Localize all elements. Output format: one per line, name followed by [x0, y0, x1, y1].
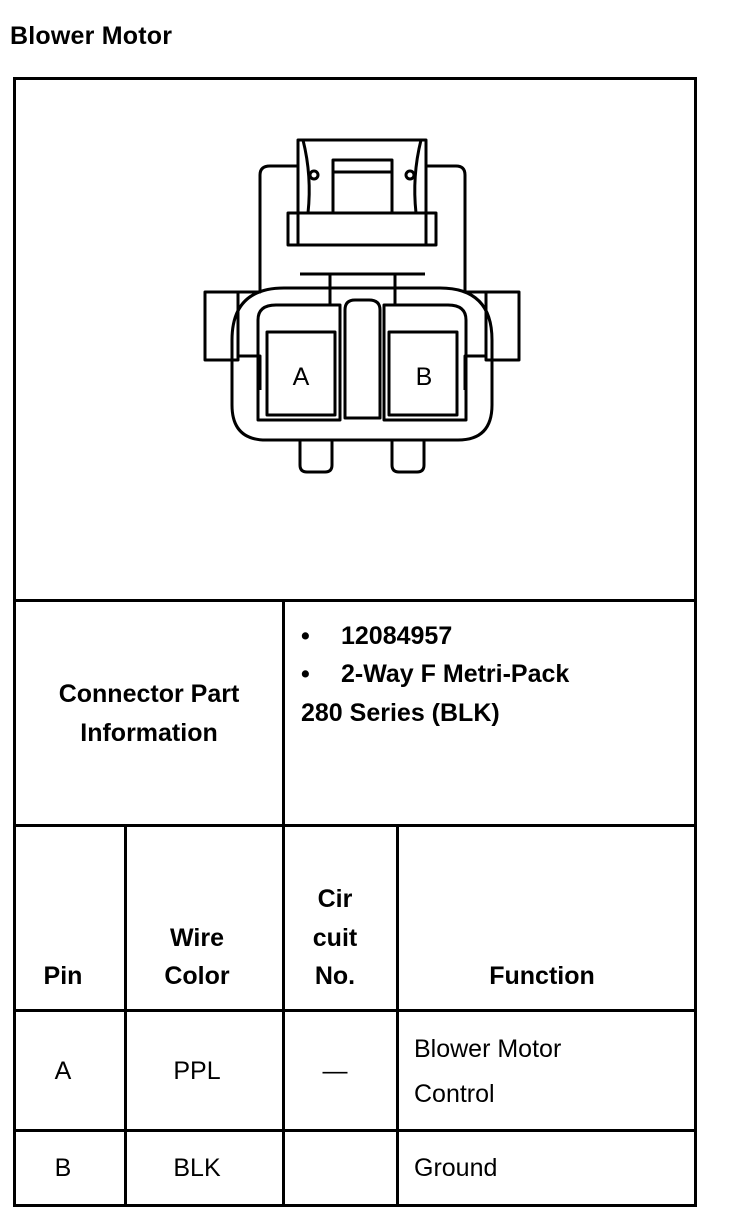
part-number-item: • 12084957: [301, 622, 452, 651]
divider-row-a-bottom: [13, 1129, 697, 1132]
part-number: 12084957: [341, 622, 453, 650]
header-circuit-line2: cuit: [312, 924, 358, 952]
connector-series: 280 Series (BLK): [301, 699, 500, 727]
row-a-pin: A: [54, 1057, 72, 1085]
bullet-icon: •: [301, 660, 310, 688]
header-function: Function: [489, 962, 595, 990]
connector-type-item: • 2-Way F Metri-Pack: [301, 660, 569, 689]
connector-face-diagram: [203, 138, 521, 474]
row-a-function-line1: Blower Motor: [414, 1035, 562, 1063]
divider-col-1: [124, 824, 127, 1207]
divider-header-bottom: [13, 1009, 697, 1012]
header-circuit-line1: Cir: [317, 885, 353, 913]
header-wire-color-line1: Wire: [170, 924, 224, 952]
header-wire-color-line2: Color: [164, 962, 230, 990]
connector-type: 2-Way F Metri-Pack: [341, 660, 570, 688]
row-b-function: Ground: [414, 1154, 498, 1182]
pin-label-b: B: [415, 363, 433, 391]
divider-diagram-bottom: [13, 599, 697, 602]
header-pin: Pin: [43, 962, 83, 990]
bullet-icon: •: [301, 622, 310, 650]
divider-col-2: [282, 599, 285, 1207]
row-a-wire-color: PPL: [173, 1057, 221, 1085]
row-b-wire-color: BLK: [173, 1154, 221, 1182]
divider-part-info-bottom: [13, 824, 697, 827]
part-info-label-line1: Connector Part: [58, 680, 240, 708]
divider-col-3: [396, 824, 399, 1207]
row-a-function-line2: Control: [414, 1080, 495, 1108]
pinout-table-frame: [13, 77, 697, 1207]
row-b-pin: B: [54, 1154, 72, 1182]
row-a-circuit: —: [322, 1057, 348, 1085]
page-title: Blower Motor: [10, 22, 173, 50]
pin-label-a: A: [292, 363, 310, 391]
header-circuit-line3: No.: [314, 962, 356, 990]
part-info-label-line2: Information: [80, 719, 218, 747]
